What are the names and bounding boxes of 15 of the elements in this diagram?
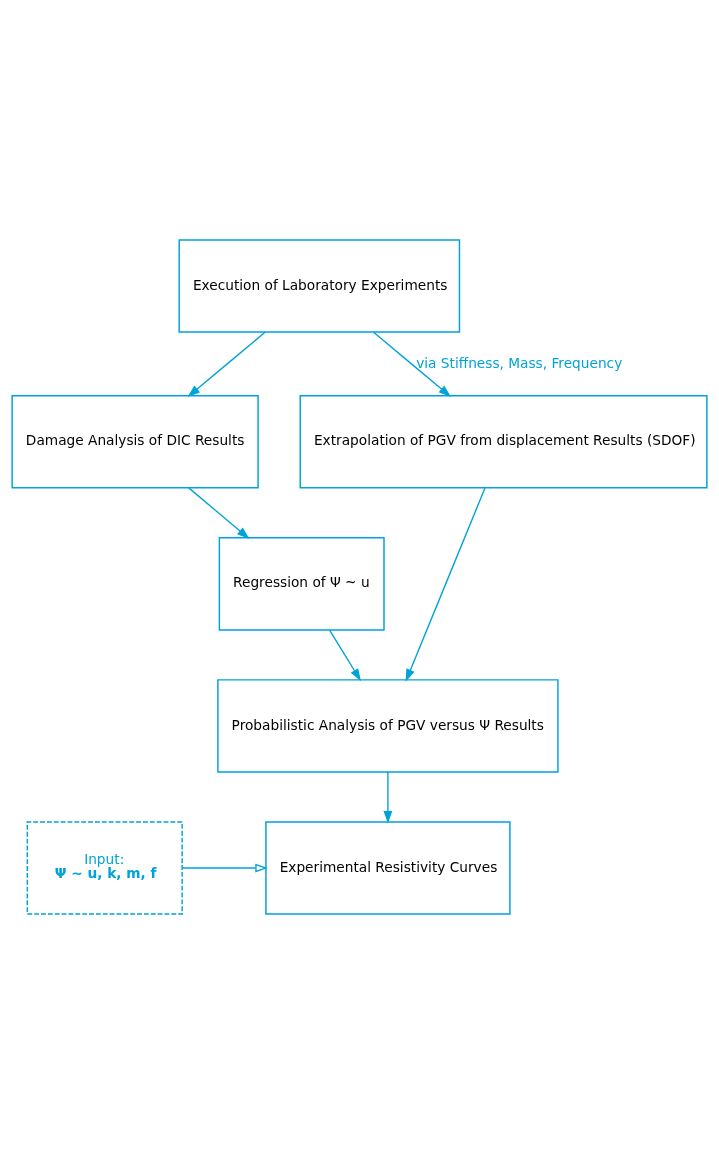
node-box: Probabilistic Analysis of PGV versus Ψ Results (217, 679, 559, 773)
arrow (187, 331, 266, 397)
arrow (188, 487, 250, 539)
arrow (372, 331, 452, 397)
node-box: Execution of Laboratory Experiments (178, 239, 461, 333)
arrow (383, 771, 393, 824)
arrow (405, 487, 486, 682)
edge-label: via Stiffness, Mass, Frequency (416, 354, 623, 371)
arrow (328, 629, 361, 682)
node-box: Regression of Ψ ~ u (218, 537, 385, 631)
node-box: Damage Analysis of DIC Results (11, 395, 259, 489)
arrow (181, 863, 268, 873)
node-box: Extrapolation of PGV from displacement Results (SDOF) (299, 395, 708, 489)
node-box: Input: Ψ ~ u, k, m, f (26, 821, 183, 915)
node-box: Experimental Resistivity Curves (265, 821, 511, 915)
